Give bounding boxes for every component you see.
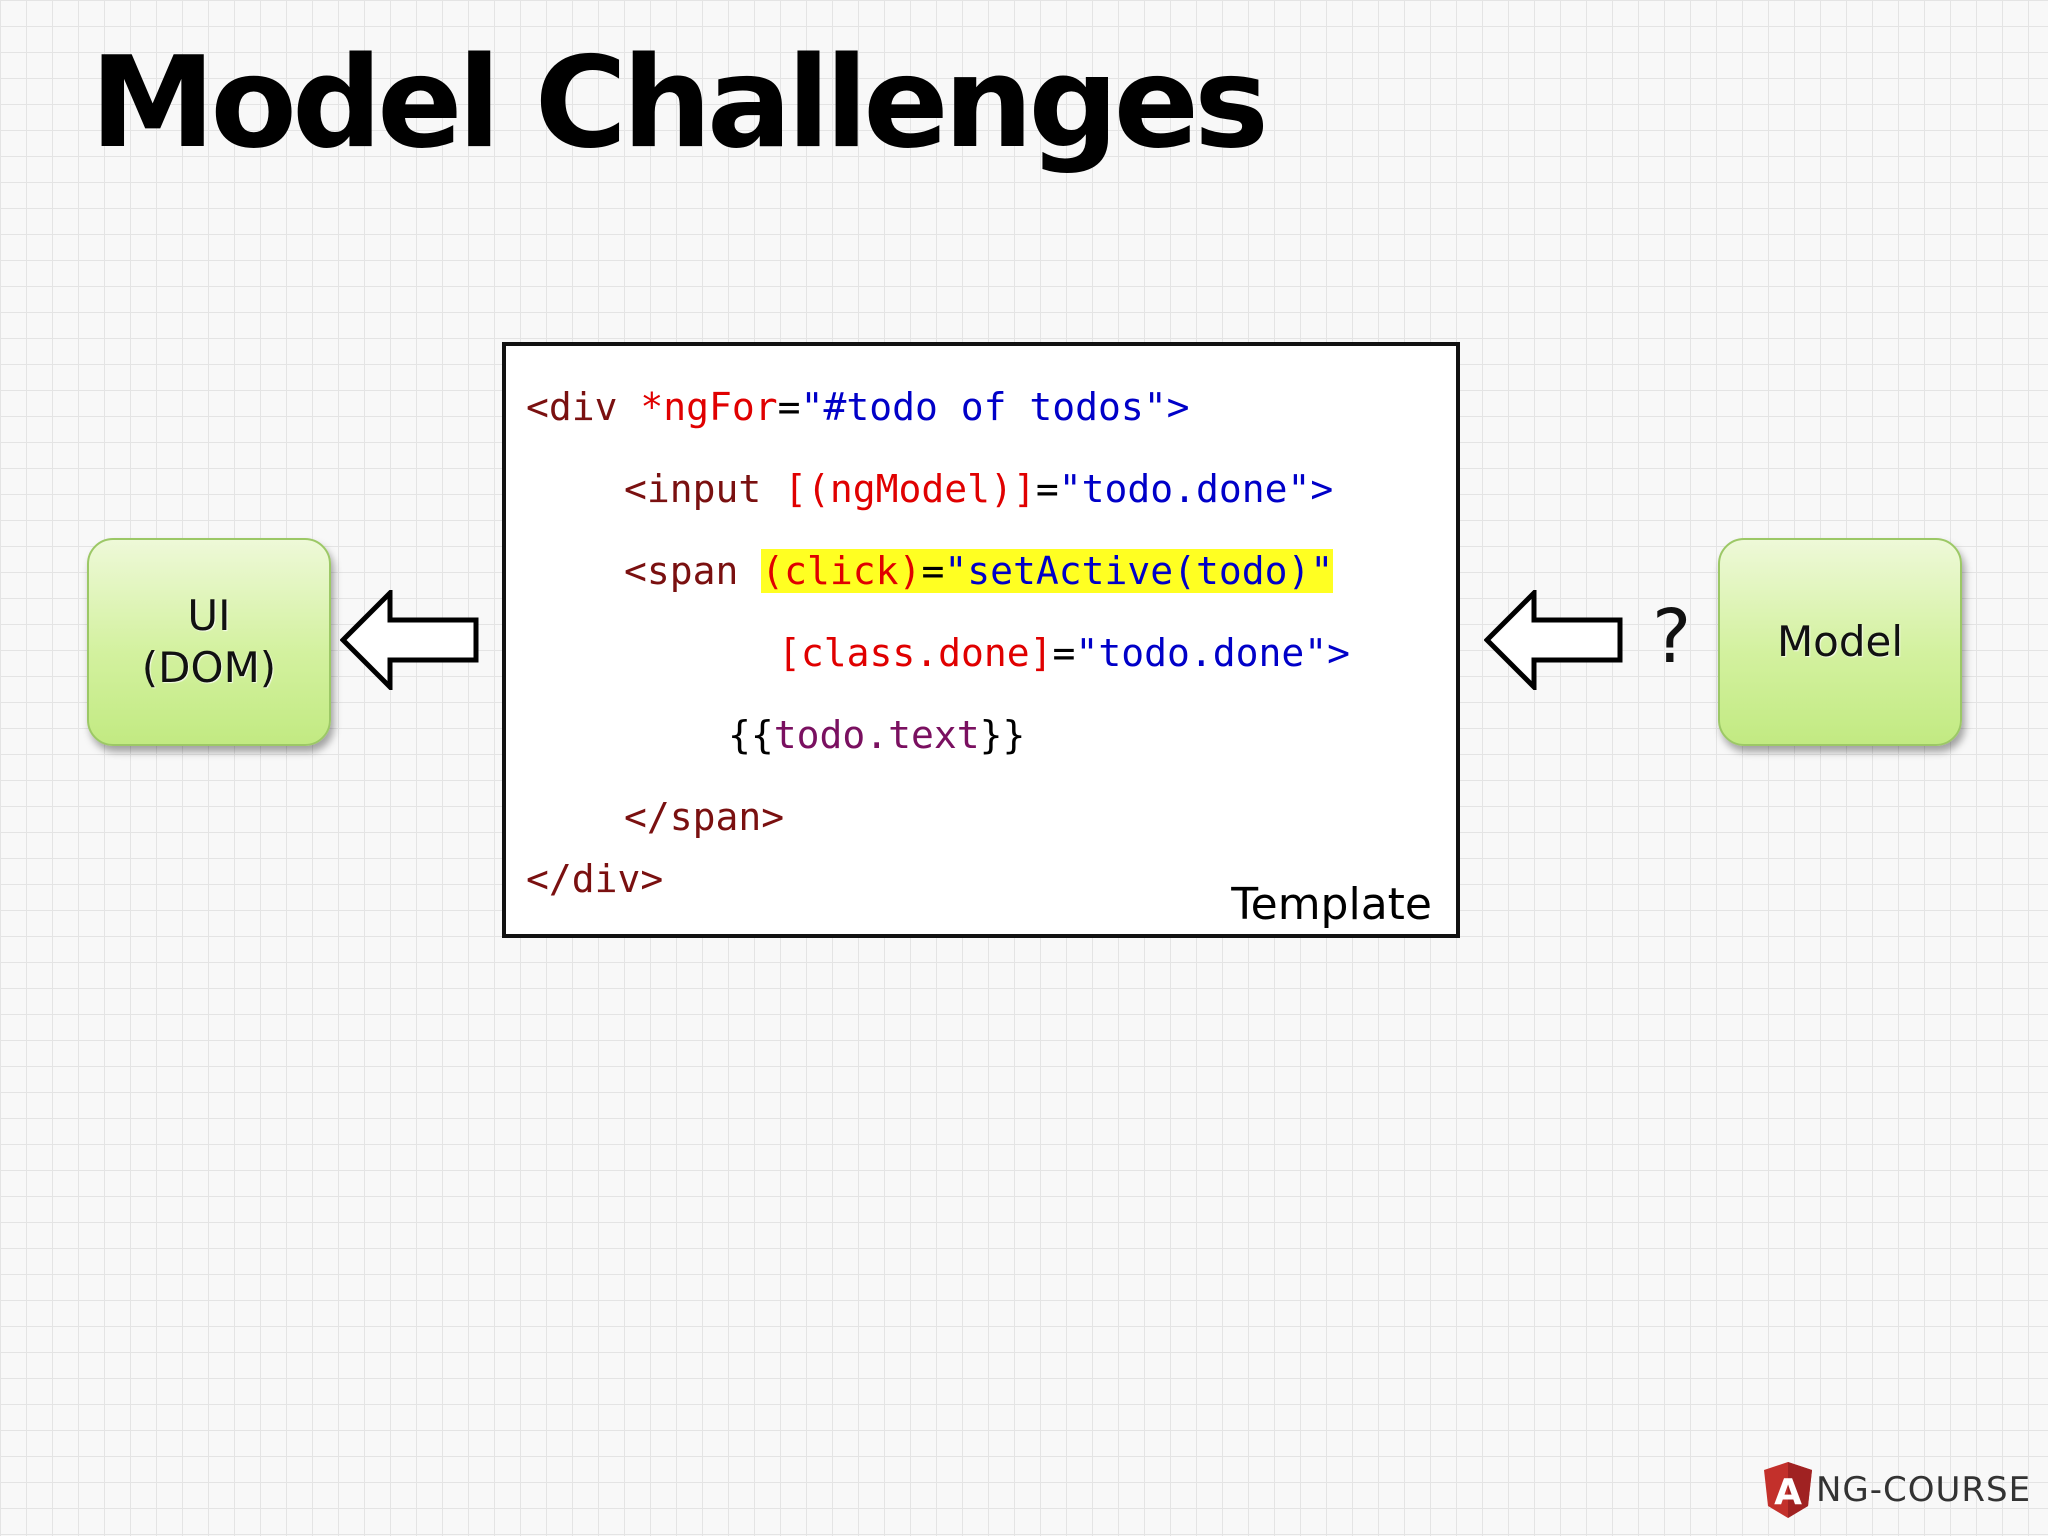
- code-token: >: [1327, 631, 1350, 675]
- logo-letter: A: [1774, 1472, 1802, 1513]
- code-token-highlighted: (click): [761, 549, 922, 593]
- left-arrow-icon: [340, 590, 479, 690]
- slide-title: Model Challenges: [90, 29, 1269, 176]
- code-line: [class.done]="todo.done">: [778, 634, 1350, 672]
- code-token-highlighted: "setActive(todo)": [944, 549, 1334, 593]
- code-line: <input [(ngModel)]="todo.done">: [624, 470, 1333, 508]
- ui-node-label: UI: [187, 590, 231, 640]
- code-token: {{: [728, 713, 774, 757]
- code-line: </span>: [624, 798, 784, 836]
- template-box: <div *ngFor="#todo of todos"><input [(ng…: [502, 342, 1460, 938]
- code-token: [class.done]: [778, 631, 1053, 675]
- ui-dom-node: UI (DOM): [87, 538, 331, 746]
- dom-node-label: (DOM): [141, 643, 277, 692]
- code-token: <input: [624, 467, 785, 511]
- code-token: }}: [979, 713, 1026, 757]
- code-token: >: [1310, 467, 1334, 511]
- code-line: </div>: [526, 860, 663, 898]
- code-line: {{todo.text}}: [728, 716, 1025, 754]
- code-token: "todo.done": [1075, 631, 1328, 675]
- left-arrow-icon-model: [1484, 590, 1623, 690]
- code-token: =: [1035, 467, 1059, 511]
- logo-text: NG-COURSE: [1816, 1470, 2032, 1510]
- angular-shield-icon: A: [1764, 1462, 1812, 1518]
- code-token: "todo.done": [1058, 467, 1311, 511]
- model-node: Model: [1718, 538, 1962, 746]
- code-token: "#todo of todos": [800, 385, 1167, 429]
- code-token: >: [1166, 385, 1190, 429]
- template-label: Template: [1231, 879, 1432, 930]
- code-token: [(ngModel)]: [784, 467, 1036, 511]
- code-token: <span: [624, 549, 762, 593]
- code-token-highlighted: =: [921, 549, 945, 593]
- code-token: </span>: [624, 795, 785, 839]
- code-token: todo.text: [773, 713, 980, 757]
- ng-course-logo: A NG-COURSE: [1762, 1460, 2031, 1520]
- model-node-label: Model: [1776, 616, 1904, 666]
- code-token: *ngFor: [640, 385, 778, 429]
- code-token: =: [777, 385, 801, 429]
- code-line: <div *ngFor="#todo of todos">: [526, 388, 1190, 426]
- code-line: <span (click)="setActive(todo)": [624, 549, 1334, 593]
- code-token: </div>: [526, 857, 664, 901]
- question-mark: ?: [1652, 594, 1692, 680]
- code-token: =: [1052, 631, 1076, 675]
- code-token: <div: [526, 385, 641, 429]
